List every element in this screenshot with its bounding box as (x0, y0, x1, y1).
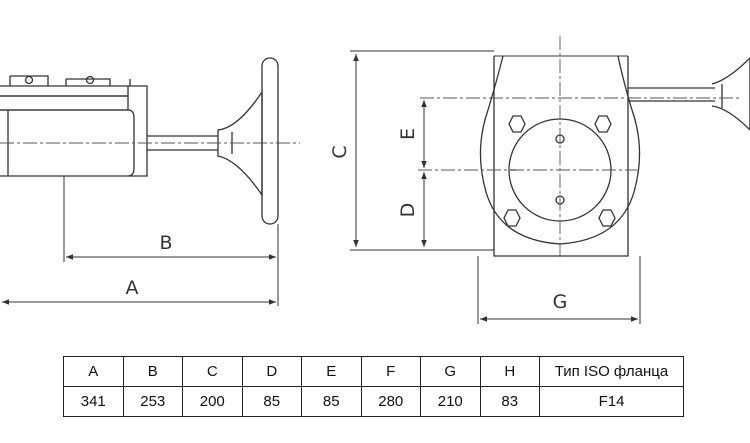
value-cell: 85 (241, 386, 302, 417)
shaft (147, 135, 218, 151)
side-view-dimensions (2, 176, 279, 306)
header-cell: D (241, 356, 302, 387)
bolt-bottom-left (503, 209, 521, 227)
dim-label-d: D (397, 203, 419, 218)
dim-label-g: G (553, 291, 568, 313)
value-cell: 341 (63, 386, 124, 417)
dim-label-b: B (159, 232, 172, 254)
value-cell: 85 (301, 386, 362, 417)
technical-drawing: B A C E (0, 36, 750, 324)
header-cell: A (63, 356, 124, 387)
header-cell: G (420, 356, 481, 387)
dim-label-a: A (126, 277, 139, 299)
top-plate (0, 85, 129, 97)
front-view-dimensions (350, 50, 641, 324)
header-cell: H (479, 356, 540, 387)
mounting-plate (493, 56, 629, 257)
value-cell: 253 (122, 386, 183, 417)
value-cell: 280 (360, 386, 421, 417)
value-cell: 200 (182, 386, 243, 417)
value-cell: 83 (479, 386, 540, 417)
bolt-bottom-right (598, 209, 616, 227)
value-cell: F14 (539, 386, 684, 417)
header-cell: Тип ISO фланца (539, 356, 684, 387)
value-cell: 210 (420, 386, 481, 417)
header-cell: F (360, 356, 421, 387)
handwheel-rim (261, 57, 279, 225)
header-cell: B (122, 356, 183, 387)
table-row: 341 253 200 85 85 280 210 83 F14 (63, 386, 684, 417)
main-body (0, 109, 135, 177)
header-cell: C (182, 356, 243, 387)
table-header-row: A B C D E F G H Тип ISO фланца (63, 356, 684, 387)
dim-label-e: E (397, 128, 419, 140)
dim-label-c: C (329, 145, 351, 158)
header-cell: E (301, 356, 362, 387)
handwheel-hub-front (711, 57, 750, 131)
dimensions-table: A B C D E F G H Тип ISO фланца 341 253 2… (63, 356, 684, 417)
handwheel-hub (217, 89, 263, 198)
side-view (0, 57, 279, 225)
bolt-top-right (594, 115, 612, 133)
front-view (479, 55, 750, 257)
bolt-top-left (508, 115, 526, 133)
